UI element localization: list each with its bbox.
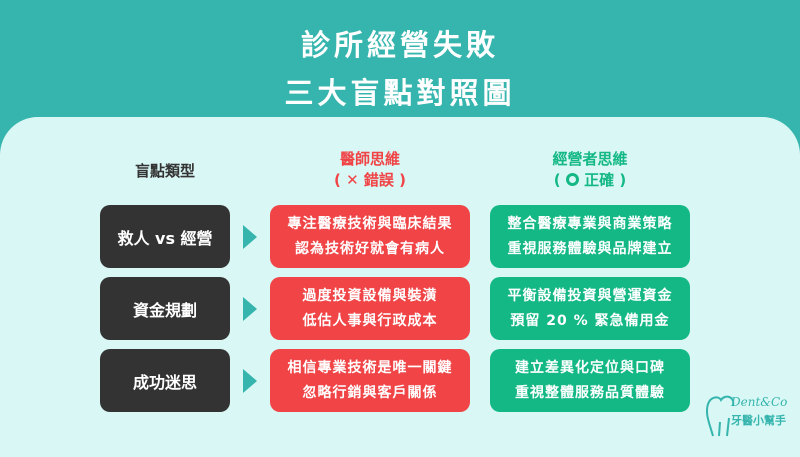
title-line-1: 診所經營失敗 [300,28,499,62]
manager-sub-label: 正確 [584,171,615,189]
manager-line: 重視服務體驗與品牌建立 [507,240,673,257]
doctor-sub-label: 錯誤 [363,171,394,189]
doctor-line: 專注醫療技術與臨床結果 [287,215,453,232]
circle-icon [565,173,579,186]
doctor-line: 認為技術好就會有病人 [295,240,445,257]
doctor-line: 低估人事與行政成本 [302,312,438,329]
manager-thinking-box: 建立差異化定位與口碑重視整體服務品質體驗 [490,349,690,412]
comparison-row: 救人 vs 經營 專注醫療技術與臨床結果認為技術好就會有病人 整合醫療專業與商業… [0,205,800,268]
category-header: 盲點類型 [134,162,195,180]
doctor-header-sub: ( ✕ 錯誤 ) [334,171,406,189]
manager-line: 預留 20 % 緊急備用金 [510,312,670,329]
arrow-right-icon [243,369,257,393]
comparison-row: 成功迷思 相信專業技術是唯一關鍵忽略行銷與客戶關係 建立差異化定位與口碑重視整體… [0,349,800,412]
manager-header-label: 經營者思維 [552,150,628,168]
title-line-2: 三大盲點對照圖 [284,76,516,110]
manager-header: 經營者思維 ( 正確 ) [490,148,690,190]
manager-line: 重視整體服務品質體驗 [515,384,665,401]
tooth-icon [705,395,735,437]
doctor-line: 過度投資設備與裝潢 [302,287,438,304]
doctor-header-label: 醫師思維 [339,150,400,168]
cross-icon: ✕ [346,171,359,189]
category-box: 成功迷思 [100,349,230,412]
comparison-row: 資金規劃 過度投資設備與裝潢低估人事與行政成本 平衡設備投資與營運資金預留 20… [0,277,800,340]
manager-line: 建立差異化定位與口碑 [515,359,665,376]
doctor-header: 醫師思維 ( ✕ 錯誤 ) [270,148,470,190]
doctor-line: 相信專業技術是唯一關鍵 [287,359,453,376]
manager-line: 平衡設備投資與營運資金 [507,287,673,304]
manager-thinking-box: 平衡設備投資與營運資金預留 20 % 緊急備用金 [490,277,690,340]
doctor-thinking-box: 過度投資設備與裝潢低估人事與行政成本 [270,277,470,340]
category-box: 資金規劃 [100,277,230,340]
logo-name: 牙醫小幫手 [731,414,786,427]
doctor-thinking-box: 專注醫療技術與臨床結果認為技術好就會有病人 [270,205,470,268]
logo-script: Dent&Co [731,395,788,409]
manager-line: 整合醫療專業與商業策略 [507,215,673,232]
doctor-thinking-box: 相信專業技術是唯一關鍵忽略行銷與客戶關係 [270,349,470,412]
arrow-right-icon [243,225,257,249]
manager-header-sub: ( 正確 ) [553,171,627,189]
manager-thinking-box: 整合醫療專業與商業策略重視服務體驗與品牌建立 [490,205,690,268]
arrow-right-icon [243,297,257,321]
doctor-line: 忽略行銷與客戶關係 [302,384,438,401]
category-box: 救人 vs 經營 [100,205,230,268]
